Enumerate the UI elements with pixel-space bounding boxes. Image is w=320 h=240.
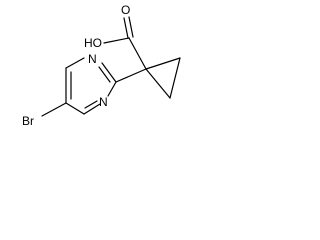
carboxylic-acid-group — [103, 16, 147, 70]
bond-n3-c2 — [107, 81, 117, 97]
bond-c5-c4 — [65, 102, 85, 115]
ring-nitrogen-lower-label: N — [99, 95, 108, 109]
bromine-label: Br — [22, 114, 34, 128]
bond-c1-carboxyl-carbon — [128, 37, 147, 70]
bond-carbonyl-double-b — [128, 16, 134, 38]
hydroxyl-label: HO — [84, 36, 102, 50]
bond-c4-n3-inner — [84, 100, 98, 109]
chemical-structure-diagram: HO O N N Br — [22, 3, 181, 128]
bond-n1-c6 — [65, 57, 85, 69]
bond-cyclopropyl-c3-c1 — [145, 68, 171, 99]
bond-carboxyl-hydroxyl — [103, 37, 130, 44]
pyrimidine-ring — [65, 57, 117, 115]
carbonyl-oxygen-label: O — [121, 3, 130, 17]
ring-nitrogen-upper-label: N — [88, 52, 97, 66]
bond-cyclopropyl-c2-c3 — [169, 57, 181, 99]
bond-c4-n3 — [83, 103, 101, 115]
bond-cyclopropyl-c1-c2 — [145, 57, 181, 70]
bond-c2-n1-inner — [98, 66, 111, 83]
bond-c2-n1 — [101, 62, 117, 83]
cyclopropane-ring — [145, 57, 181, 99]
bond-carbonyl-double-a — [123, 17, 129, 39]
bond-c5-bromine — [41, 102, 67, 117]
bond-c1-pyrimidine-c2 — [115, 68, 147, 83]
